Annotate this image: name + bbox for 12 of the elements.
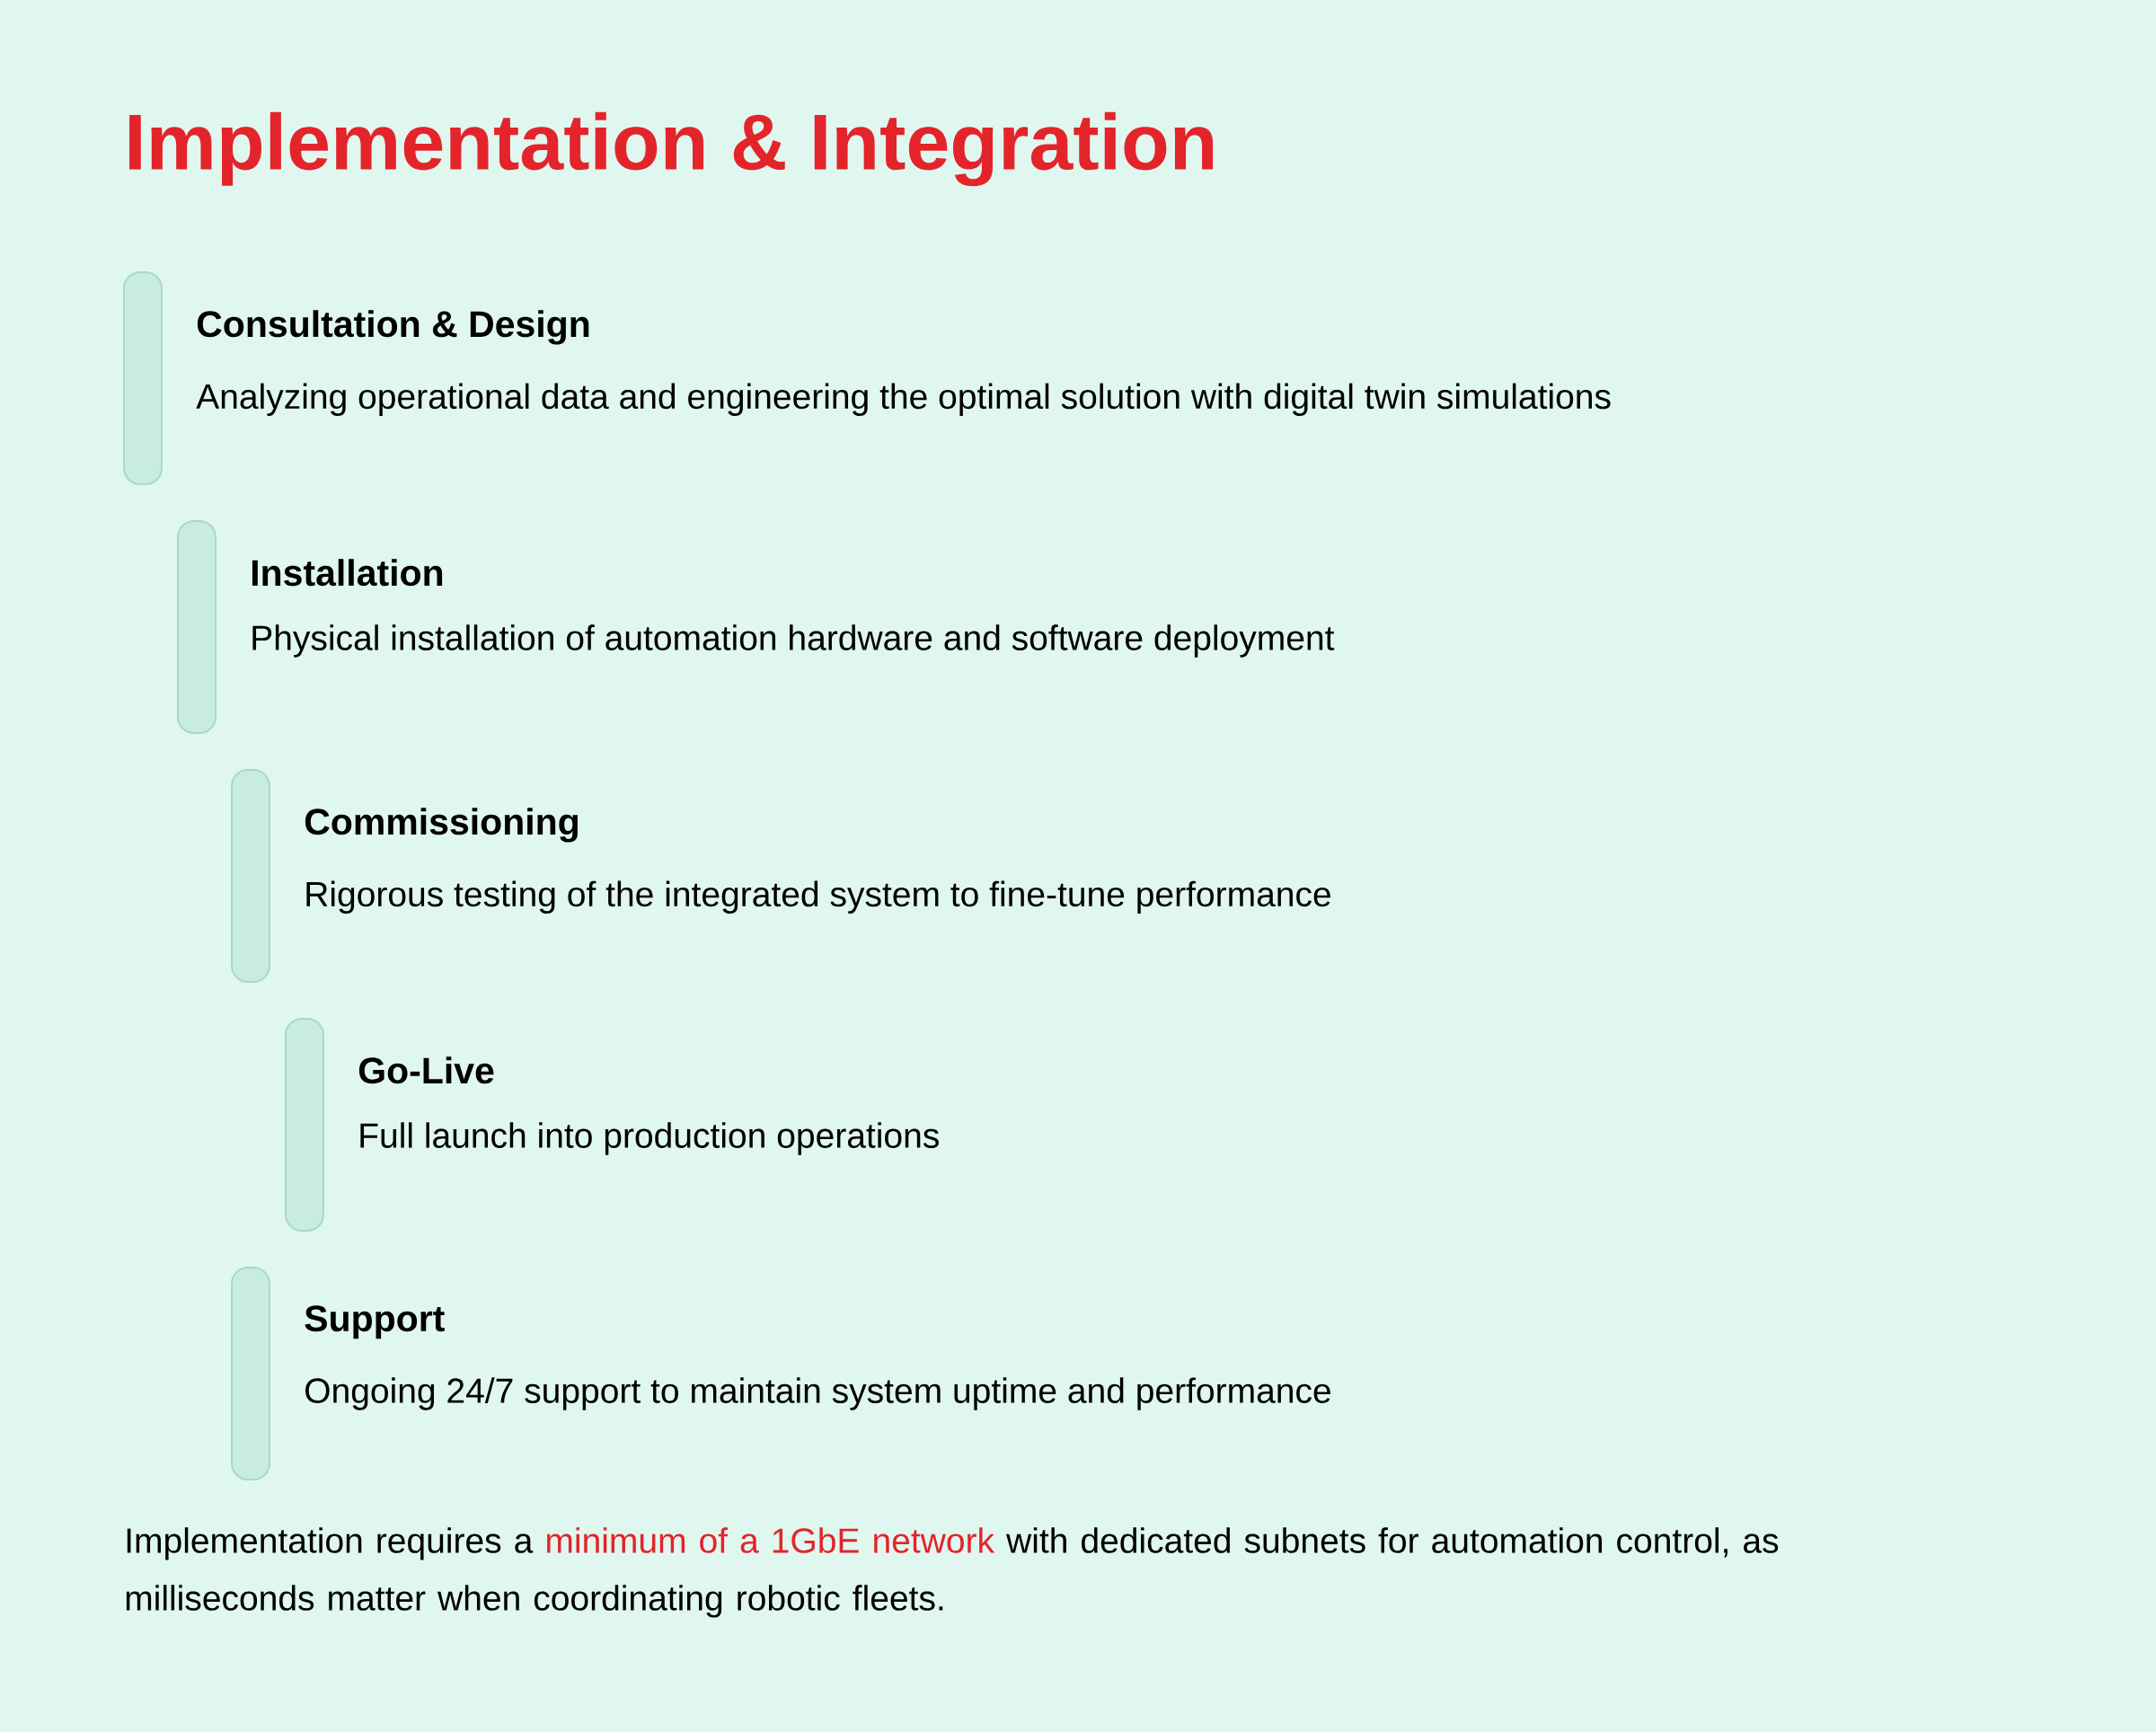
step-description: Rigorous testing of the integrated system to fine-tune performance <box>306 880 1330 914</box>
step-heading: Go-Live <box>358 1056 494 1084</box>
step-description: Ongoing 24/7 support to maintain system uptime and performance <box>305 1377 1330 1410</box>
note-paragraph: Implementation requires a minimum of a 1GbE network with dedicated subnets for automation control, as milliseconds matter when coordinating robotic fleets. <box>126 1527 1779 1618</box>
step-heading: Support <box>305 1305 445 1339</box>
step-heading: Installation <box>252 559 443 587</box>
title: Implementation & Integration <box>129 111 1214 187</box>
step-description: Analyzing operational data and engineering the optimal solution with digital twin simulations <box>196 383 1611 416</box>
step-description: Physical installation of automation hardware and software deployment <box>252 624 1335 658</box>
step-description: Full launch into production operations <box>360 1122 939 1155</box>
step-heading: Commissioning <box>305 808 578 843</box>
step-heading: Consultation & Design <box>197 310 589 345</box>
